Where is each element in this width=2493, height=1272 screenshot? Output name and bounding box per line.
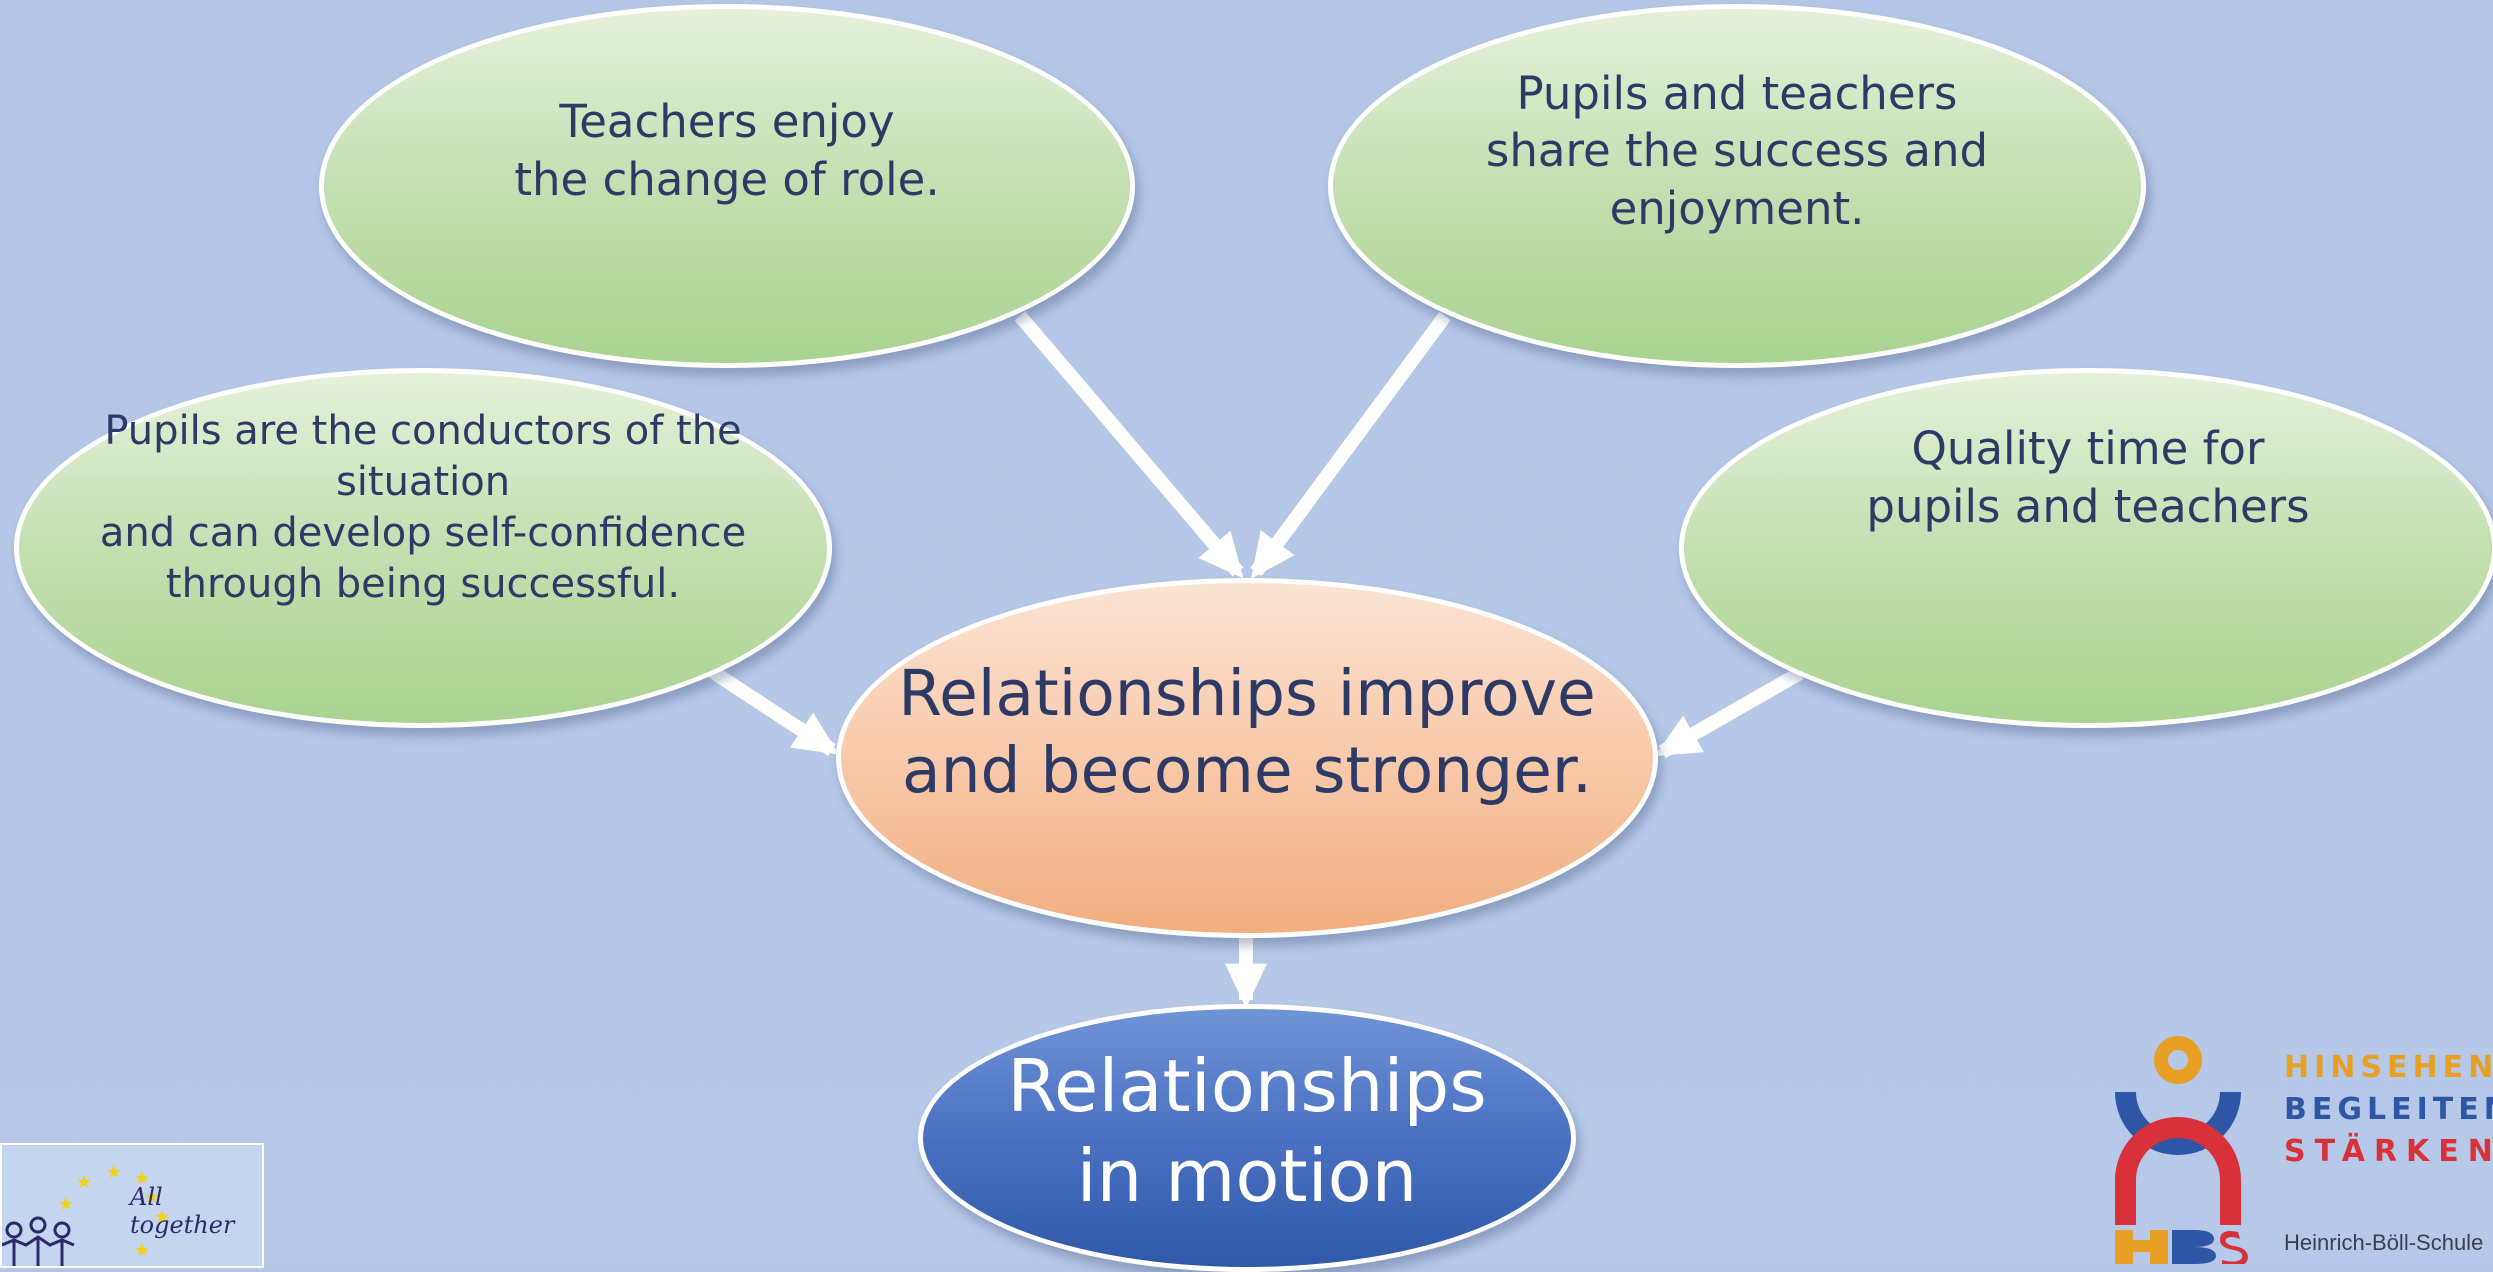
slogan-begleiten: BEGLEITEN xyxy=(2284,1092,2493,1127)
node-teachers-enjoy-role-text: Teachers enjoy the change of role. xyxy=(514,95,940,206)
node-teachers-enjoy-role: Teachers enjoy the change of role. xyxy=(319,4,1135,368)
hbs-school-logo: HINSEHEN BEGLEITEN STÄRKEN Heinrich-Böll… xyxy=(2110,1030,2493,1264)
node-relationships-in-motion-text: Relationships in motion xyxy=(1007,1044,1487,1218)
node-pupils-conductors: Pupils are the conductors of the situati… xyxy=(14,368,832,728)
node-quality-time: Quality time for pupils and teachers xyxy=(1679,368,2493,728)
node-relationships-improve: Relationships improve and become stronge… xyxy=(836,578,1658,938)
slogan-hinsehen: HINSEHEN xyxy=(2284,1050,2493,1085)
all-together-logo: All together xyxy=(0,1143,264,1268)
arrow-top-right-to-center xyxy=(1250,311,1451,579)
slogan-staerken: STÄRKEN xyxy=(2284,1134,2493,1169)
hbs-school-emblem-icon xyxy=(2115,1036,2248,1264)
arrow-mid-left-to-center xyxy=(706,664,840,756)
people-with-eu-stars-icon xyxy=(2,1165,169,1266)
all-together-logo-text: All together xyxy=(130,1183,235,1239)
node-share-success-text: Pupils and teachers share the success an… xyxy=(1485,66,1989,235)
arrow-mid-right-to-center xyxy=(1654,666,1804,759)
node-share-success: Pupils and teachers share the success an… xyxy=(1328,4,2146,368)
arrow-top-left-to-center xyxy=(1014,311,1244,579)
node-quality-time-text: Quality time for pupils and teachers xyxy=(1866,422,2310,533)
school-name: Heinrich-Böll-Schule xyxy=(2284,1230,2484,1255)
node-pupils-conductors-text: Pupils are the conductors of the situati… xyxy=(99,407,747,608)
node-relationships-improve-text: Relationships improve and become stronge… xyxy=(898,657,1596,807)
node-relationships-in-motion: Relationships in motion xyxy=(918,1004,1576,1272)
